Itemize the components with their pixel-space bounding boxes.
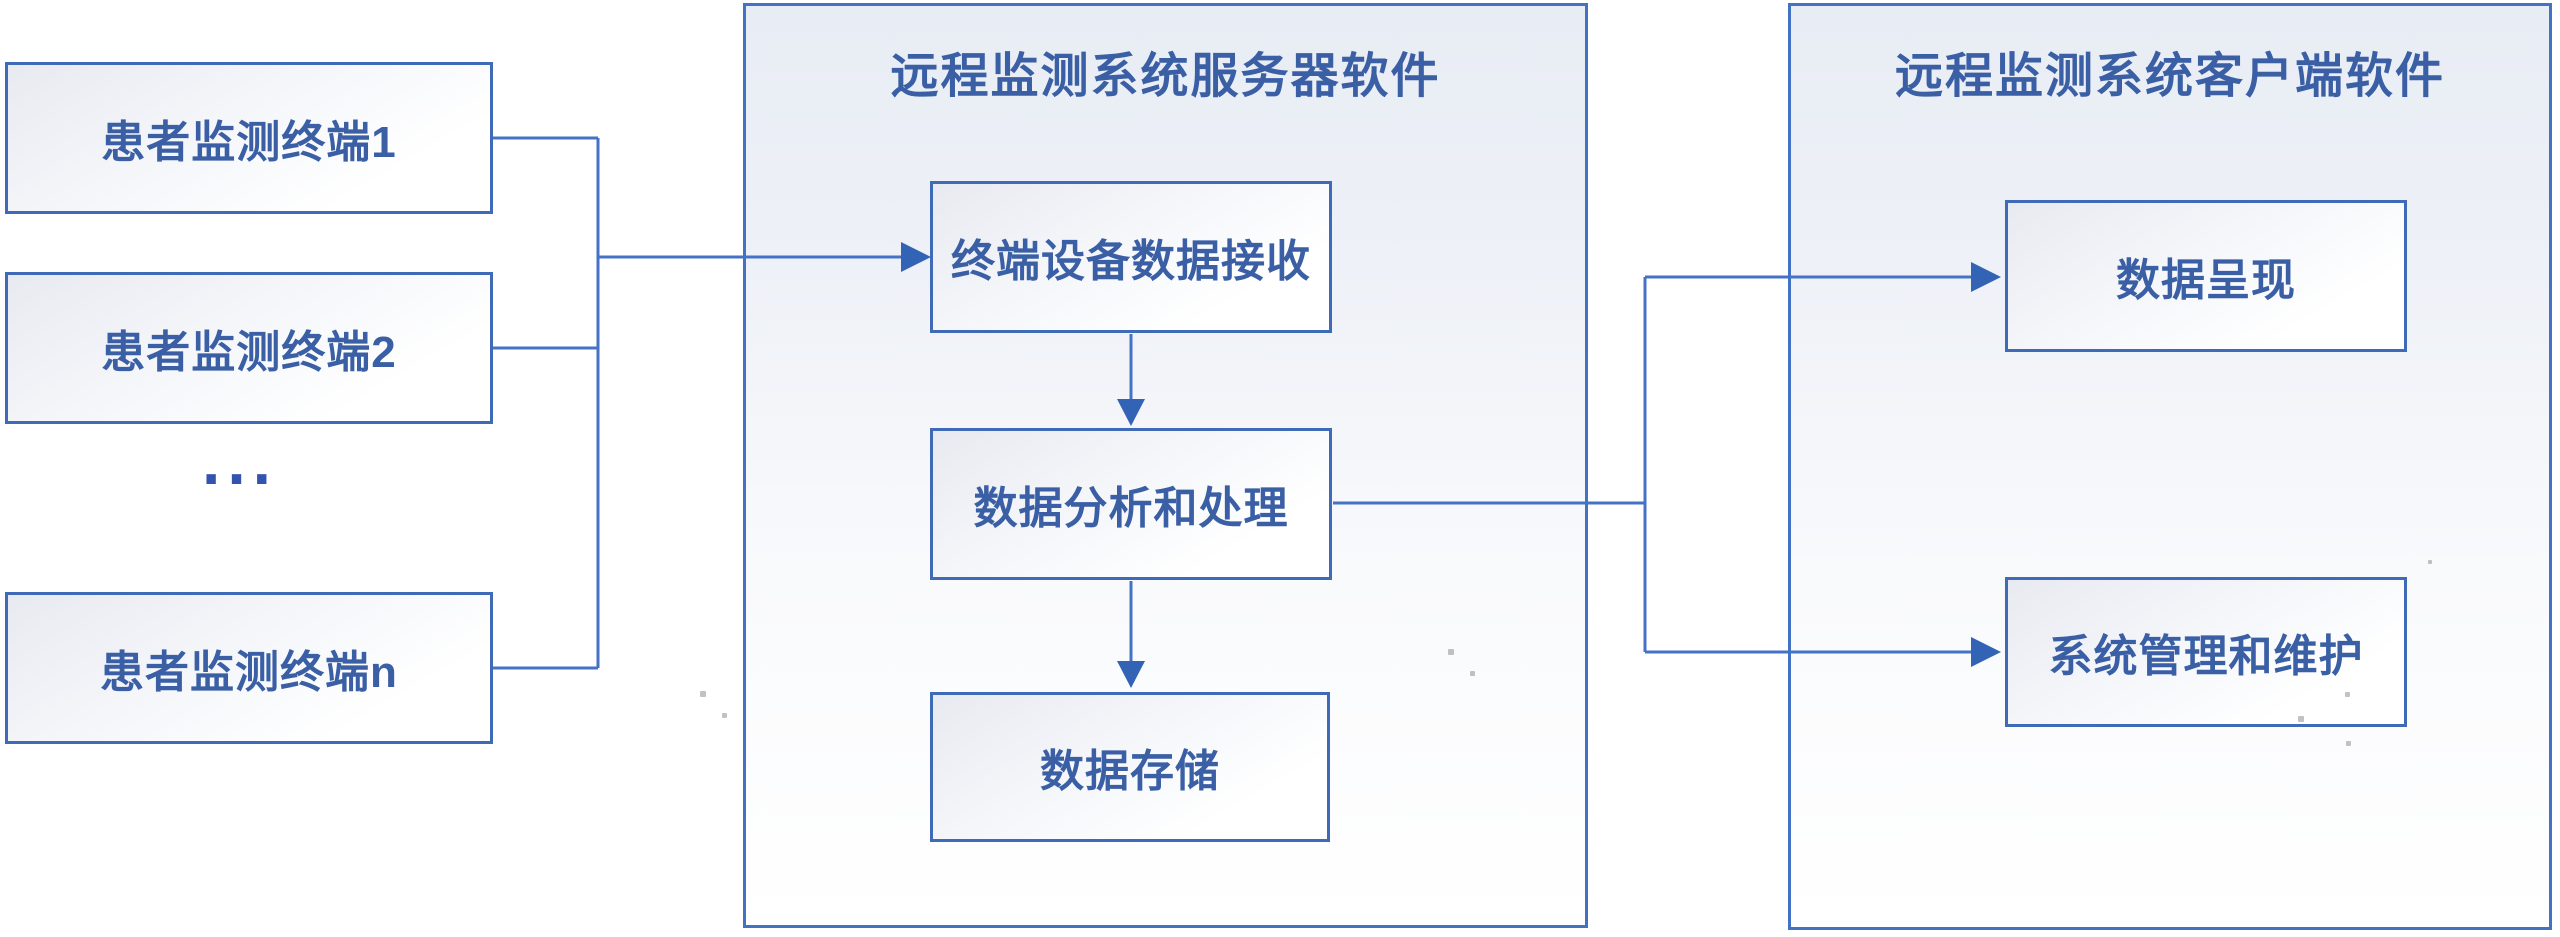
terminal-box-label: 患者监测终端1	[101, 118, 397, 167]
server-box-storage: 数据存储	[930, 692, 1330, 842]
client-box-management: 系统管理和维护	[2005, 577, 2407, 727]
server-box-label: 终端设备数据接收	[951, 237, 1311, 286]
terminals-ellipsis: ...	[202, 424, 279, 498]
client-box-label: 数据呈现	[2116, 256, 2296, 305]
noise-dot	[2346, 741, 2351, 746]
noise-dot	[2345, 692, 2350, 697]
noise-dot	[2298, 716, 2304, 722]
server-box-label: 数据分析和处理	[973, 484, 1289, 533]
noise-dot	[1470, 671, 1475, 676]
server-box-label: 数据存储	[1040, 747, 1220, 796]
client-container: 远程监测系统客户端软件	[1788, 3, 2552, 930]
server-box-receive: 终端设备数据接收	[930, 181, 1332, 333]
terminal-box-1: 患者监测终端1	[5, 62, 493, 214]
noise-dot	[722, 713, 727, 718]
client-box-presentation: 数据呈现	[2005, 200, 2407, 352]
terminal-box-label: 患者监测终端2	[101, 328, 397, 377]
noise-dot	[2428, 560, 2432, 564]
server-box-analysis: 数据分析和处理	[930, 428, 1332, 580]
terminal-box-label: 患者监测终端n	[100, 648, 398, 697]
client-title: 远程监测系统客户端软件	[1894, 50, 2445, 103]
terminal-box-n: 患者监测终端n	[5, 592, 493, 744]
client-box-label: 系统管理和维护	[2048, 632, 2364, 681]
terminal-box-2: 患者监测终端2	[5, 272, 493, 424]
noise-dot	[1448, 649, 1454, 655]
noise-dot	[700, 691, 706, 697]
server-title: 远程监测系统服务器软件	[890, 50, 1441, 103]
